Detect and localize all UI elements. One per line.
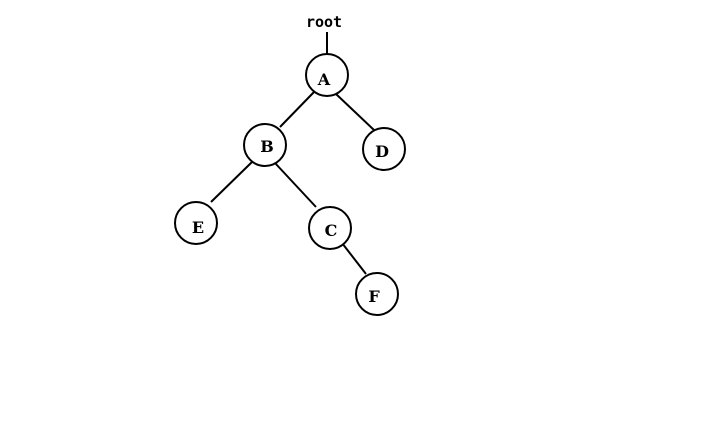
edge-a-d xyxy=(335,93,375,131)
node-a-label: A xyxy=(317,70,331,89)
edge-b-e xyxy=(210,161,253,203)
node-d-label: D xyxy=(375,142,389,161)
edge-c-f xyxy=(341,242,367,275)
node-e: E xyxy=(174,201,218,245)
node-f-circle xyxy=(355,272,399,316)
node-d: D xyxy=(362,127,406,171)
root-label: root xyxy=(306,13,342,31)
node-c-label: C xyxy=(325,221,338,240)
edge-b-c xyxy=(274,162,317,208)
node-e-label: E xyxy=(192,218,204,237)
edge-a-b xyxy=(279,91,315,128)
node-a: A xyxy=(305,53,349,97)
node-b-circle xyxy=(243,123,287,167)
node-c-circle xyxy=(308,206,352,250)
node-c: C xyxy=(308,206,352,250)
node-f-label: F xyxy=(368,287,380,306)
node-a-circle xyxy=(305,53,349,97)
node-b: B xyxy=(243,123,287,167)
node-e-circle xyxy=(174,201,218,245)
node-b-label: B xyxy=(260,137,274,156)
node-f: F xyxy=(355,272,399,316)
node-d-circle xyxy=(362,127,406,171)
